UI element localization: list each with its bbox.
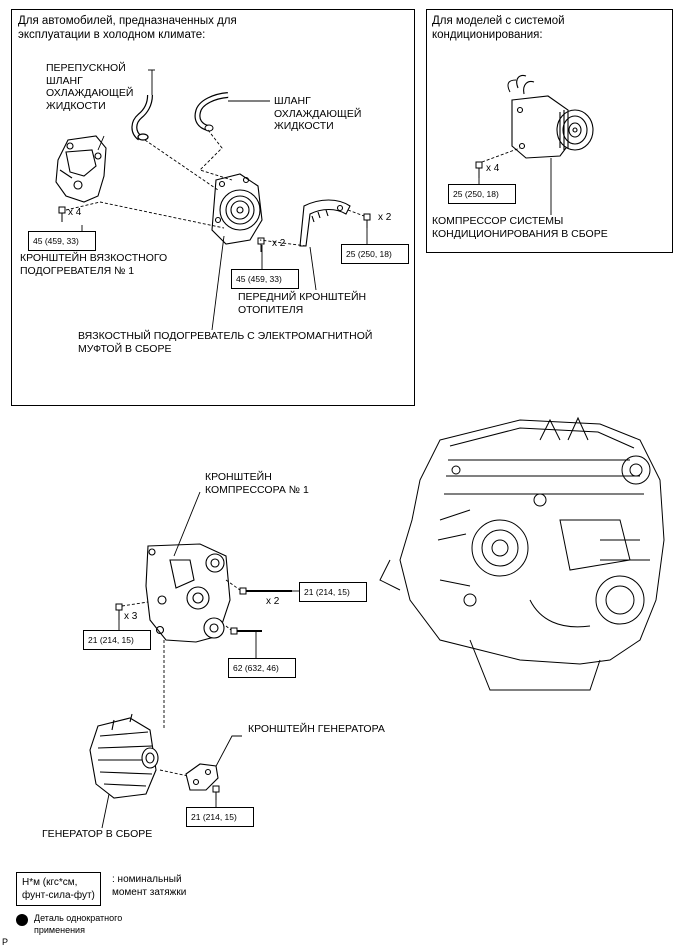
legend-line: Деталь однократного <box>34 913 123 923</box>
legend-line: применения <box>34 925 85 935</box>
one-time-use-legend: Деталь однократного применения <box>34 912 122 936</box>
label-line: ОХЛАЖДАЮЩЕЙ <box>46 87 134 99</box>
alternator-label: ГЕНЕРАТОР В СБОРЕ <box>42 828 153 840</box>
legend-line: Н*м (кгс*см, <box>22 877 78 888</box>
header-line: эксплуатации в холодном климате: <box>18 29 206 41</box>
compressor-bracket-part <box>145 543 231 643</box>
label-line: КОМПРЕССОРА № 1 <box>205 483 309 496</box>
viscous-heater-bracket-label: КРОНШТЕЙН ВЯЗКОСТНОГО ПОДОГРЕВАТЕЛЯ № 1 <box>20 252 167 277</box>
alternator-bracket-label: КРОНШТЕЙН ГЕНЕРАТОРА <box>248 723 385 735</box>
engine-assembly-part <box>379 416 665 691</box>
viscous-heater-label: ВЯЗКОСТНЫЙ ПОДОГРЕВАТЕЛЬ С ЭЛЕКТРОМАГНИТ… <box>78 330 372 355</box>
label-line: ЖИДКОСТИ <box>46 99 106 112</box>
label-line: ВЯЗКОСТНЫЙ ПОДОГРЕВАТЕЛЬ С ЭЛЕКТРОМАГНИТ… <box>78 330 373 342</box>
torque-value-box: 21 (214, 15) <box>299 582 367 602</box>
figure-code: P <box>2 937 9 947</box>
ac-models-header: Для моделей с системой кондиционирования… <box>432 14 565 42</box>
quantity-label: x 4 <box>68 207 82 218</box>
legend-line: фунт-сила-фут) <box>22 890 95 901</box>
torque-description: : номинальный момент затяжки <box>112 873 186 899</box>
guide-lines <box>121 579 241 777</box>
legend-line: момент затяжки <box>112 887 187 898</box>
bolt-icon <box>363 213 371 228</box>
label-line: КОМПРЕССОР СИСТЕМЫ <box>432 215 564 227</box>
coolant-hose-part <box>194 92 229 132</box>
torque-value-box: 45 (459, 33) <box>231 269 299 289</box>
front-heater-bracket-part <box>299 199 351 247</box>
label-line: КОНДИЦИОНИРОВАНИЯ В СБОРЕ <box>432 227 608 240</box>
ac-models-panel <box>426 9 673 253</box>
label-line: ОХЛАЖДАЮЩЕЙ <box>274 107 362 120</box>
torque-value-box: 62 (632, 46) <box>228 658 296 678</box>
viscous-heater-bracket-part <box>55 135 107 203</box>
label-line: ЖИДКОСТИ <box>274 120 334 132</box>
quantity-label: x 2 <box>266 596 280 607</box>
bolt-icon <box>475 161 483 178</box>
quantity-label: x 3 <box>124 611 138 622</box>
one-time-use-bullet-icon <box>16 914 28 926</box>
ac-compressor-label: КОМПРЕССОР СИСТЕМЫ КОНДИЦИОНИРОВАНИЯ В С… <box>432 215 608 240</box>
bolt-icon <box>239 587 292 595</box>
alternator-bracket-part <box>185 763 219 791</box>
guide-lines <box>65 129 365 247</box>
cold-climate-panel <box>11 9 415 406</box>
label-line: МУФТОЙ В СБОРЕ <box>78 342 172 355</box>
bolt-icon <box>230 627 262 635</box>
bolt-icon <box>115 603 123 620</box>
quantity-label: x 2 <box>272 238 286 249</box>
coolant-hose-label: ШЛАНГ ОХЛАЖДАЮЩЕЙ ЖИДКОСТИ <box>274 95 361 133</box>
front-heater-bracket-label: ПЕРЕДНИЙ КРОНШТЕЙН ОТОПИТЕЛЯ <box>238 291 366 316</box>
label-line: ОТОПИТЕЛЯ <box>238 303 304 316</box>
label-line: ПЕРЕПУСКНОЙ <box>46 62 126 74</box>
bolt-icon <box>257 237 265 252</box>
torque-value-box: 25 (250, 18) <box>341 244 409 264</box>
compressor-bracket-label: КРОНШТЕЙН КОМПРЕССОРА № 1 <box>205 471 309 496</box>
bypass-hose-part <box>131 94 153 141</box>
legend-line: : номинальный <box>112 874 182 885</box>
torque-value-box: 25 (250, 18) <box>448 184 516 204</box>
bolt-icon <box>58 206 66 222</box>
ac-compressor-part <box>507 74 594 159</box>
bypass-hose-label: ПЕРЕПУСКНОЙ ШЛАНГ ОХЛАЖДАЮЩЕЙ ЖИДКОСТИ <box>46 62 133 112</box>
guide-lines <box>481 147 521 163</box>
torque-value-box: 21 (214, 15) <box>186 807 254 827</box>
torque-value-box: 45 (459, 33) <box>28 231 96 251</box>
header-line: кондиционирования: <box>432 29 543 41</box>
alternator-part <box>89 713 159 799</box>
leader-lines <box>101 491 300 829</box>
torque-value-box: 21 (214, 15) <box>83 630 151 650</box>
header-line: Для моделей с системой <box>432 15 565 27</box>
label-line: ШЛАНГ <box>46 74 83 87</box>
label-line: КРОНШТЕЙН <box>205 471 272 483</box>
label-line: КРОНШТЕЙН ВЯЗКОСТНОГО <box>20 252 168 264</box>
quantity-label: x 4 <box>486 163 500 174</box>
bolt-icon <box>212 785 220 800</box>
label-line: ПЕРЕДНИЙ КРОНШТЕЙН <box>238 291 367 303</box>
torque-unit-legend: Н*м (кгс*см, фунт-сила-фут) <box>16 872 101 906</box>
label-line: ПОДОГРЕВАТЕЛЯ № 1 <box>20 264 135 277</box>
quantity-label: x 2 <box>378 212 392 223</box>
label-line: ШЛАНГ <box>274 95 311 107</box>
header-line: Для автомобилей, предназначенных для <box>18 15 237 27</box>
viscous-heater-part <box>211 173 263 245</box>
cold-climate-header: Для автомобилей, предназначенных для экс… <box>18 14 237 42</box>
